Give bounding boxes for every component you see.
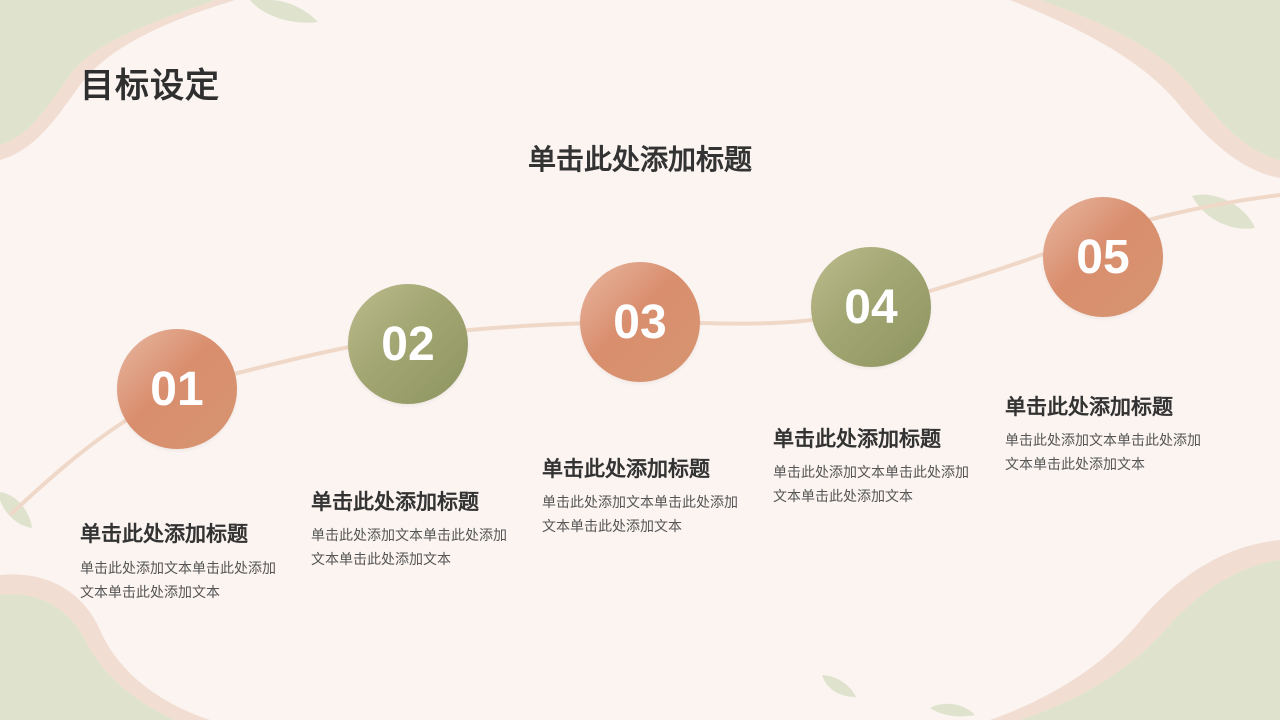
corner-blob-top-right <box>1040 0 1280 160</box>
corner-blob-bottom-left-edge <box>0 574 210 720</box>
step-circle-03: 03 <box>580 262 700 382</box>
step-circle-05: 05 <box>1043 197 1163 317</box>
leaf-right <box>1192 194 1255 229</box>
step-circle-01: 01 <box>117 329 237 449</box>
step-text-05[interactable]: 单击此处添加文本单击此处添加文本单击此处添加文本 <box>1005 433 1201 473</box>
step-text-04[interactable]: 单击此处添加文本单击此处添加文本单击此处添加文本 <box>773 465 969 505</box>
step-circle-02: 02 <box>348 284 468 404</box>
corner-blob-top-left-edge <box>0 0 235 160</box>
corner-blob-bottom-right <box>1020 560 1280 720</box>
leaf-bottom <box>822 675 856 697</box>
corner-blob-bottom-right-edge <box>990 540 1280 720</box>
step-title-03[interactable]: 单击此处添加标题 <box>542 457 710 481</box>
step-circle-04: 04 <box>811 247 931 367</box>
step-title-04[interactable]: 单击此处添加标题 <box>773 427 941 451</box>
corner-blob-bottom-left <box>0 594 175 720</box>
leaf-top <box>250 0 318 23</box>
step-title-01[interactable]: 单击此处添加标题 <box>80 522 248 546</box>
corner-blob-top-right-edge <box>1010 0 1280 178</box>
step-title-05[interactable]: 单击此处添加标题 <box>1005 395 1173 419</box>
leaf-bottom-2 <box>930 703 975 717</box>
section-subtitle[interactable]: 单击此处添加标题 <box>527 143 752 176</box>
corner-blob-top-left <box>0 0 215 145</box>
page-title: 目标设定 <box>80 66 220 106</box>
step-title-02[interactable]: 单击此处添加标题 <box>311 490 479 514</box>
step-text-03[interactable]: 单击此处添加文本单击此处添加文本单击此处添加文本 <box>542 495 738 535</box>
step-text-01[interactable]: 单击此处添加文本单击此处添加文本单击此处添加文本 <box>80 561 276 601</box>
step-text-02[interactable]: 单击此处添加文本单击此处添加文本单击此处添加文本 <box>311 528 507 568</box>
